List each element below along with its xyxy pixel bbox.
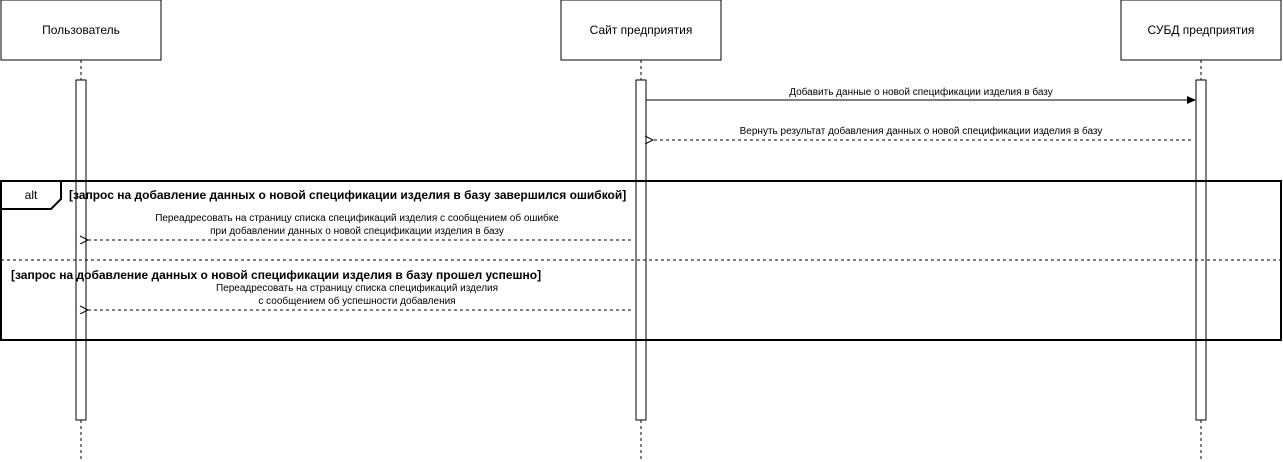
message-return-result[interactable]: Вернуть результат добавления данных о но…	[653, 125, 1191, 140]
message-return-result-label: Вернуть результат добавления данных о но…	[740, 125, 1103, 137]
actor-user-label: Пользователь	[42, 23, 120, 37]
activation-user	[75, 79, 87, 421]
message-add-data-label: Добавить данные о новой спецификации изд…	[789, 86, 1053, 98]
message-redirect-error[interactable]: Переадресовать на страницу списка специф…	[88, 212, 631, 240]
alt-keyword: alt	[25, 188, 38, 202]
message-redirect-error-line1: Переадресовать на страницу списка специф…	[155, 212, 559, 224]
actor-site-label: Сайт предприятия	[590, 23, 693, 37]
actor-user[interactable]: Пользователь	[0, 0, 162, 61]
message-redirect-success-line1: Переадресовать на страницу списка специф…	[216, 282, 498, 294]
actor-site[interactable]: Сайт предприятия	[560, 0, 722, 61]
actor-dbms-label: СУБД предприятия	[1148, 23, 1255, 37]
alt-tab	[0, 180, 62, 210]
alt-guard-success: [запрос на добавление данных о новой спе…	[11, 268, 541, 282]
alt-guard-error: [запрос на добавление данных о новой спе…	[69, 188, 626, 202]
alt-fragment[interactable]: alt [запрос на добавление данных о новой…	[0, 180, 1282, 341]
activation-site	[635, 79, 647, 421]
message-redirect-success[interactable]: Переадресовать на страницу списка специф…	[88, 282, 631, 310]
message-redirect-success-line2: с сообщением об успешности добавления	[258, 295, 455, 307]
actor-dbms[interactable]: СУБД предприятия	[1120, 0, 1282, 61]
message-redirect-error-line2: при добавлении данных о новой спецификац…	[210, 225, 504, 237]
activation-dbms	[1195, 79, 1207, 421]
message-add-data[interactable]: Добавить данные о новой спецификации изд…	[646, 86, 1196, 104]
